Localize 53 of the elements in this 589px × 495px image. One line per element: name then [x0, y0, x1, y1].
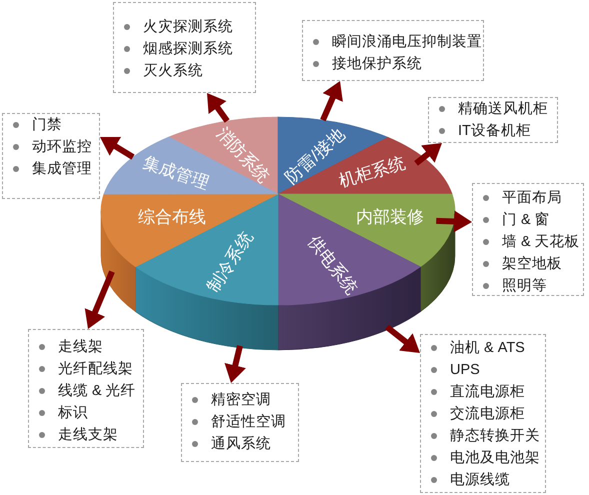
arrow [98, 134, 135, 160]
list-item-text: 照明等 [502, 277, 547, 296]
list-item-text: 接地保护系统 [332, 54, 422, 74]
list-item-text: UPS [450, 361, 480, 380]
list-item-text: 架空地板 [502, 255, 562, 274]
list-item-text: 线缆 & 光纤 [58, 382, 136, 401]
list-item-text: 光纤配线架 [58, 360, 133, 379]
list-item-text: 舒适性空调 [211, 413, 286, 432]
arrow [320, 80, 343, 122]
list-item-text: 走线支架 [58, 426, 118, 445]
slice-label: 机柜系统 [337, 154, 407, 190]
list-item-text: 直流电源柜 [450, 382, 525, 402]
bullet-list-box [113, 2, 256, 93]
arrow [436, 210, 472, 232]
list-item-text: 电池及电池架 [450, 449, 540, 468]
bullet-list-box [181, 383, 299, 462]
list-item-text: 集成管理 [32, 160, 92, 179]
list-item-text: 交流电源柜 [450, 404, 525, 424]
arrow [224, 345, 246, 384]
slice-label: 消防系统 [214, 124, 272, 186]
bullet-list-box [302, 20, 484, 81]
slice-label: 内部装修 [356, 208, 424, 226]
list-item-text: 标识 [58, 404, 88, 423]
bullet-list-box [428, 97, 558, 143]
list-item-text: 瞬间浪涌电压抑制装置 [332, 32, 482, 52]
arrow [204, 91, 230, 123]
bullet-list-box [2, 113, 100, 199]
bullet-list-box [472, 183, 584, 296]
list-item-text: 墙 & 天花板 [502, 233, 580, 252]
slice-label: 集成管理 [141, 154, 211, 192]
list-item-text: 火灾探测系统 [143, 18, 233, 37]
list-item-text: 电源线缆 [450, 471, 510, 490]
list-item-text: 精密空调 [211, 390, 271, 410]
list-item-text: 门禁 [32, 116, 62, 135]
list-item-text: 油机 & ATS [450, 339, 525, 358]
list-item-text: 灭火系统 [143, 62, 203, 81]
slice-label: 制冷系统 [204, 228, 256, 296]
bullet-list-box [420, 334, 546, 493]
slice-label: 供电系统 [305, 232, 361, 298]
arrow [414, 140, 444, 166]
slice-label: 综合布线 [138, 208, 206, 226]
list-item-text: 走线架 [58, 338, 103, 357]
list-item-text: 烟感探测系统 [143, 40, 233, 59]
arrow [84, 270, 115, 330]
list-item-text: 动环监控 [32, 138, 92, 157]
list-item-text: IT设备机柜 [458, 122, 531, 141]
list-item-text: 通风系统 [211, 435, 271, 454]
bullet-list-box [28, 329, 144, 448]
list-item-text: 静态转换开关 [450, 427, 540, 446]
arrow [385, 324, 422, 356]
list-item-text: 精确送风机柜 [458, 100, 548, 119]
list-item-text: 平面布局 [502, 189, 562, 208]
list-item-text: 门 & 窗 [502, 210, 550, 230]
